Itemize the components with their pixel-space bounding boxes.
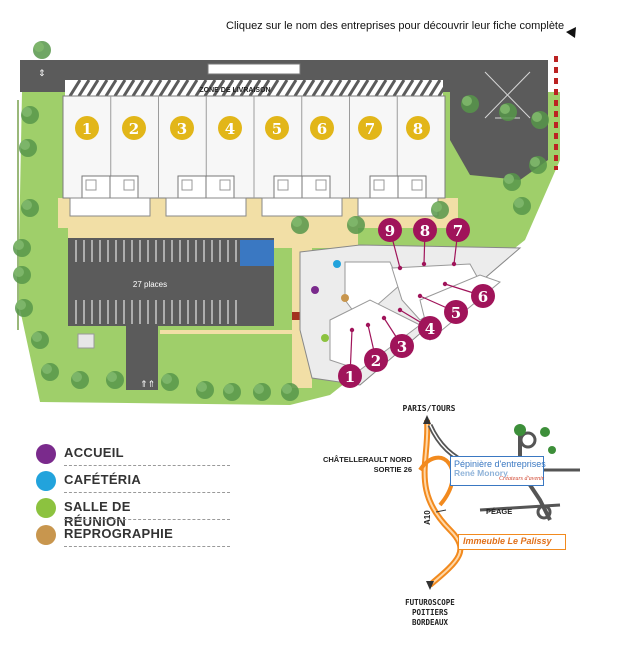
immeuble-label: Immeuble Le Palissy (463, 536, 552, 546)
road-north-label: PARIS/TOURS (403, 404, 456, 413)
lot-markers: 1 2 3 4 5 6 7 8 (75, 116, 430, 140)
lot-8-label: 8 (413, 120, 423, 138)
legend-dot (36, 471, 56, 491)
lot-8-marker[interactable]: 8 (406, 116, 430, 140)
office-7-label: 7 (453, 222, 463, 240)
svg-text:⇑⇑: ⇑⇑ (140, 380, 155, 390)
svg-text:⇕: ⇕ (38, 69, 46, 79)
office-building (299, 244, 522, 386)
office-3-label: 3 (397, 338, 407, 356)
lot-4-label: 4 (225, 120, 235, 138)
reprographie-marker (341, 294, 349, 302)
lot-1-label: 1 (82, 120, 92, 138)
lot-5-label: 5 (272, 120, 282, 138)
office-2-label: 2 (371, 352, 381, 370)
road-toll-label: PÉAGE (486, 507, 512, 516)
lots-building (62, 95, 446, 217)
lot-5-marker[interactable]: 5 (265, 116, 289, 140)
road-south-label-1: FUTUROSCOPE (405, 598, 455, 607)
pepiniere-tagline: Créateurs d'avenir (499, 476, 545, 482)
delivery-zone (65, 79, 451, 97)
legend-item: CAFÉTÉRIA (36, 469, 230, 493)
office-4-label: 4 (425, 320, 435, 338)
office-6-label: 6 (478, 288, 488, 306)
pepiniere-title: Pépinière d'entreprises (454, 459, 546, 469)
lot-2-marker[interactable]: 2 (122, 116, 146, 140)
trees (13, 41, 549, 401)
office-8-label: 8 (420, 222, 430, 240)
turning-area (450, 60, 548, 180)
legend-dot (36, 444, 56, 464)
legend-item: ACCUEIL (36, 442, 230, 466)
lot-7-label: 7 (365, 120, 375, 138)
immeuble-link[interactable]: Immeuble Le Palissy (458, 534, 566, 550)
legend-divider (64, 519, 230, 520)
legend-label: CAFÉTÉRIA (64, 472, 142, 487)
legend-divider (64, 492, 230, 493)
legend-item: REPROGRAPHIE (36, 523, 230, 547)
office-4-marker[interactable]: 4 (397, 307, 442, 340)
accueil-marker (311, 286, 319, 294)
road-south-label-2: POITIERS (412, 608, 449, 617)
parking-label: 27 places (133, 280, 167, 289)
small-block (77, 333, 95, 349)
parking-lot (68, 238, 274, 390)
legend-divider (64, 546, 230, 547)
office-9-label: 9 (385, 222, 395, 240)
legend-label: SALLE DE RÉUNION (64, 499, 131, 529)
legend-label: ACCUEIL (64, 445, 124, 460)
hint-text: Cliquez sur le nom des entreprises pour … (226, 20, 565, 32)
office-6-marker[interactable]: 6 (442, 281, 495, 308)
office-2-marker[interactable]: 2 (364, 322, 388, 372)
lot-2-label: 2 (129, 120, 139, 138)
pepiniere-link[interactable]: Pépinière d'entreprises René Monory Créa… (450, 456, 546, 486)
lot-6-label: 6 (317, 120, 327, 138)
delivery-box (207, 63, 301, 75)
corner-arrow-icon (566, 27, 576, 38)
cafeteria-marker (333, 260, 341, 268)
road-highway-label: A10 (423, 510, 432, 525)
legend-item: SALLE DE RÉUNION (36, 496, 230, 529)
road-south-label-3: BORDEAUX (412, 618, 449, 627)
office-1-marker[interactable]: 1 (338, 327, 362, 388)
road-exit-label-1: CHÂTELLERAULT NORD (323, 455, 413, 464)
office-8-marker[interactable]: 8 (413, 218, 437, 267)
zone-label: ZONE DE LIVRAISON (199, 87, 270, 94)
office-7-marker[interactable]: 7 (446, 218, 470, 267)
legend-label: REPROGRAPHIE (64, 526, 174, 541)
legend-dot (36, 525, 56, 545)
road-map (418, 415, 580, 590)
pepiniere-name: René Monory (454, 468, 508, 478)
road-exit-label-2: SORTIE 26 (374, 465, 412, 474)
lot-6-marker[interactable]: 6 (310, 116, 334, 140)
lot-3-label: 3 (177, 120, 187, 138)
reunion-marker (321, 334, 329, 342)
lot-4-marker[interactable]: 4 (218, 116, 242, 140)
office-9-marker[interactable]: 9 (378, 218, 403, 271)
lot-3-marker[interactable]: 3 (170, 116, 194, 140)
legend-dot (36, 498, 56, 518)
office-1-label: 1 (345, 368, 355, 386)
lot-1-marker[interactable]: 1 (75, 116, 99, 140)
legend-divider (64, 465, 230, 466)
office-5-marker[interactable]: 5 (417, 293, 468, 324)
office-3-marker[interactable]: 3 (381, 315, 414, 358)
office-5-label: 5 (451, 304, 461, 322)
lot-7-marker[interactable]: 7 (358, 116, 382, 140)
